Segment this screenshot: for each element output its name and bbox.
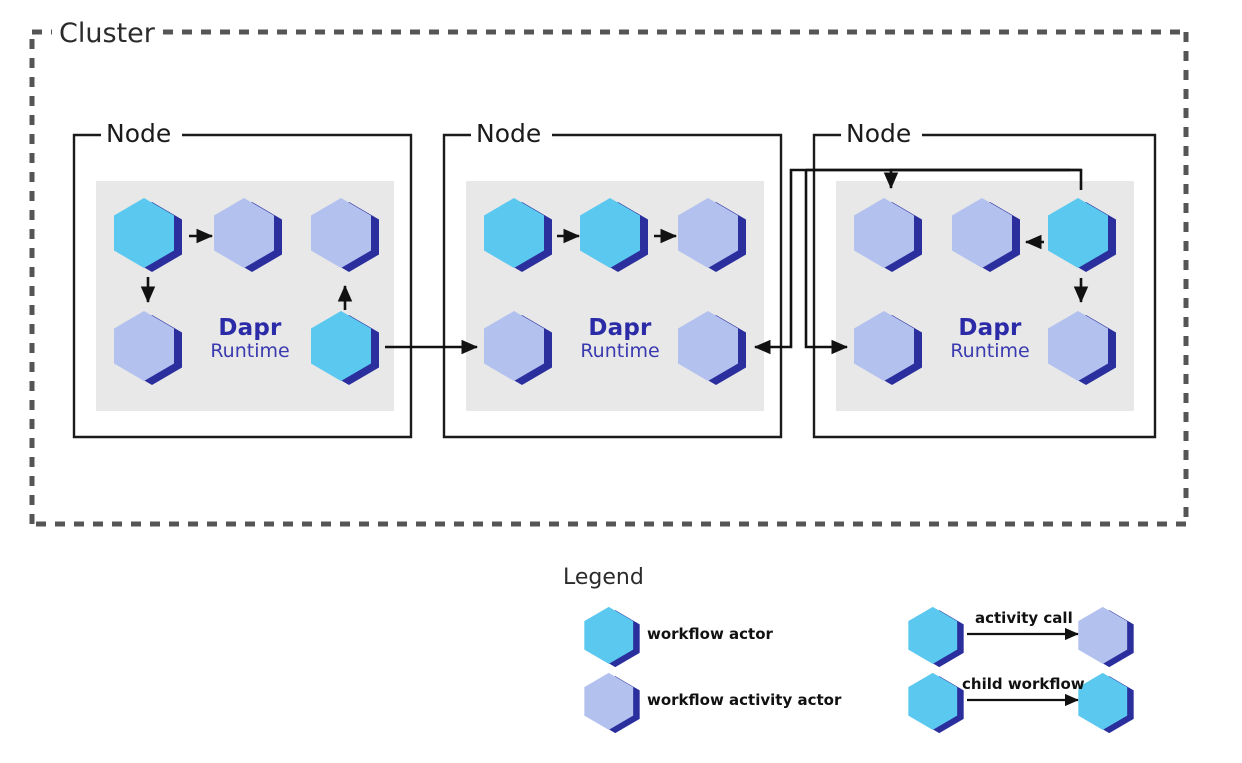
legend-label-workflow-activity-actor: workflow activity actor: [647, 691, 842, 709]
legend-hexagon-workflow-actor: [584, 606, 640, 668]
hexagon-n2-top-mid[interactable]: [580, 198, 648, 272]
hexagon-n3-bot-right[interactable]: [1048, 311, 1116, 385]
hexagon-n2-bot-left[interactable]: [484, 311, 552, 385]
node-1-runtime-name: Dapr: [218, 315, 282, 341]
legend-hexagon-activity-call-to: [1078, 606, 1134, 668]
hexagon-n3-top-right[interactable]: [1048, 198, 1116, 272]
node-3-runtime-sub: Runtime: [950, 339, 1030, 362]
legend-title: Legend: [563, 565, 644, 590]
node-1-runtime-sub: Runtime: [210, 339, 290, 362]
node-1-runtime-label: Dapr Runtime: [195, 316, 305, 361]
legend-label-activity-call: activity call: [975, 609, 1073, 627]
node-2-boundary: [442, 133, 783, 439]
hexagon-n2-bot-right[interactable]: [678, 311, 746, 385]
hexagon-n3-top-left[interactable]: [854, 198, 922, 272]
cluster-boundary: [29, 29, 1189, 527]
node-1-boundary: [72, 133, 413, 439]
node-1-label: Node: [106, 119, 172, 148]
hexagon-n3-top-mid[interactable]: [952, 198, 1020, 272]
hexagon-n1-top-right[interactable]: [311, 198, 379, 272]
connector-into-n3-bot-left: [804, 170, 849, 355]
node-3-label: Node: [846, 119, 912, 148]
hexagon-n1-top-left[interactable]: [114, 198, 182, 272]
legend-hexagon-workflow-activity-actor: [584, 672, 640, 734]
connector-node3-to-node2: [753, 168, 1083, 355]
legend-hexagon-child-workflow-from: [908, 672, 964, 734]
node-2-runtime-sub: Runtime: [580, 339, 660, 362]
node-2-runtime-label: Dapr Runtime: [565, 316, 675, 361]
hexagon-n1-bot-right[interactable]: [311, 311, 379, 385]
cluster-label: Cluster: [59, 18, 155, 49]
hexagon-n2-top-right[interactable]: [678, 198, 746, 272]
hexagon-n1-bot-left[interactable]: [114, 311, 182, 385]
legend-hexagon-activity-call-from: [908, 606, 964, 668]
connector-node3-to-n3-top-left: [883, 168, 1081, 190]
hexagon-n1-top-mid[interactable]: [214, 198, 282, 272]
legend-label-child-workflow: child workflow: [962, 675, 1085, 693]
legend-hexagon-child-workflow-to: [1078, 672, 1134, 734]
hexagon-n3-bot-left[interactable]: [854, 311, 922, 385]
node-2-label: Node: [476, 119, 542, 148]
node-3-boundary: [812, 133, 1157, 439]
legend-label-workflow-actor: workflow actor: [647, 625, 773, 643]
node-3-runtime-label: Dapr Runtime: [935, 316, 1045, 361]
node-2-runtime-name: Dapr: [588, 315, 652, 341]
node-3-runtime-name: Dapr: [958, 315, 1022, 341]
hexagon-n2-top-left[interactable]: [484, 198, 552, 272]
